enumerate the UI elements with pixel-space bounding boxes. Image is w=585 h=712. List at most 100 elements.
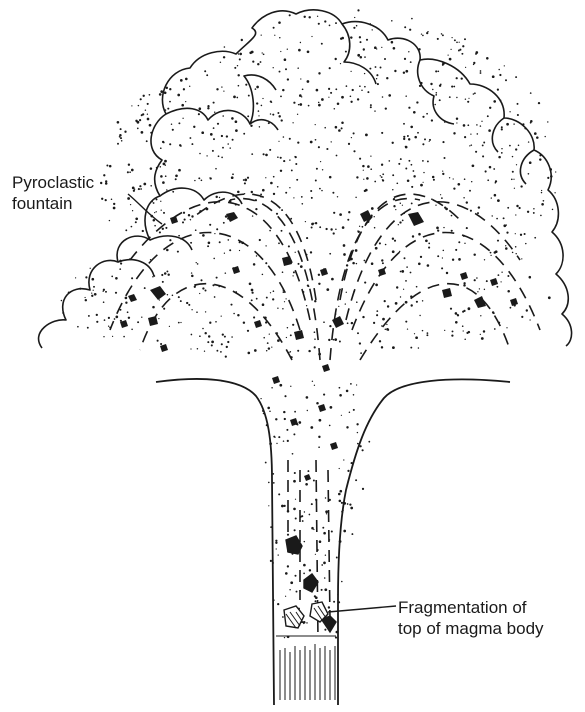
ash-particle [482,155,484,157]
ash-particle [541,190,542,191]
ash-particle [480,70,482,72]
ash-particle [355,479,357,481]
ash-particle [309,514,311,516]
ash-particle [349,503,351,505]
ash-particle [469,145,470,146]
ash-particle [497,199,500,202]
ash-particle [259,239,261,241]
ash-particle [541,192,542,193]
ash-particle [410,347,412,349]
ash-particle [235,120,238,123]
ash-particle [536,136,539,139]
ash-particle [362,165,364,167]
ash-particle [347,322,349,324]
ash-particle [335,58,337,60]
ash-particle [127,197,130,200]
ash-particle [366,39,368,41]
ash-particle [287,534,289,536]
ash-particle [453,132,455,134]
ash-particle [528,173,530,175]
ash-particle [135,221,137,223]
ash-particle [237,191,240,194]
ash-particle [340,63,341,64]
ash-particle [96,314,98,316]
ash-particle [547,177,549,179]
ash-particle [381,259,383,261]
ash-particle [223,90,224,91]
ash-particle [381,47,382,48]
ash-particle [372,29,373,30]
ash-particle [422,160,424,162]
ash-particle [161,210,162,211]
ash-particle [214,111,215,112]
ash-particle [426,334,428,336]
ash-particle [539,158,541,160]
ash-particle [463,330,464,331]
ash-particle [202,328,204,330]
ash-particle [247,330,249,332]
ash-particle [204,70,206,72]
ash-particle [87,327,89,329]
ash-particle [215,168,217,170]
ash-particle [436,92,438,94]
ash-particle [350,95,352,97]
ash-particle [193,126,195,128]
ash-particle [278,493,280,495]
ash-particle [353,394,355,396]
ash-particle [427,332,429,334]
ash-particle [360,352,362,354]
ash-particle [276,332,278,334]
ash-particle [90,268,91,269]
ash-particle [533,212,535,214]
ash-particle [346,85,348,87]
ash-particle [315,499,317,501]
ash-particle [354,17,355,18]
ash-particle [294,472,296,474]
ash-particle [155,198,157,200]
ash-particle [371,207,374,210]
ash-particle [144,287,146,289]
ash-particle [188,214,190,216]
ash-particle [404,26,406,28]
ash-particle [314,300,316,302]
ash-particle [183,212,185,214]
ash-particle [273,27,275,29]
ash-particle [239,58,241,60]
ash-particle [381,132,383,134]
ash-particle [520,234,522,236]
ash-particle [520,185,522,187]
ash-particle [207,107,209,109]
ash-particle [515,214,516,215]
ash-particle [501,148,502,149]
ash-particle [304,16,306,18]
ash-particle [286,337,287,338]
ash-particle [283,291,285,293]
ash-particle [270,113,272,115]
ash-particle [270,560,272,562]
ash-particle [456,118,458,120]
ash-particle [357,230,358,231]
ash-particle [386,324,387,325]
ash-particle [477,133,479,135]
ash-particle [341,415,342,416]
ash-particle [150,167,153,170]
ash-particle [476,124,478,126]
ash-particle [269,442,272,445]
ash-particle [318,146,320,148]
ash-particle [498,322,500,324]
ash-particle [410,295,412,297]
ash-particle [156,167,158,169]
ash-particle [256,298,258,300]
ash-particle [295,252,296,253]
ash-particle [308,16,310,18]
ash-particle [236,97,238,99]
ash-particle [343,244,346,247]
ash-particle [341,96,344,99]
ash-particle [339,468,340,469]
ash-particle [141,114,143,116]
ash-particle [516,164,517,165]
ash-particle [119,260,122,263]
ash-particle [251,292,253,294]
ash-particle [157,340,159,342]
ash-particle [513,123,514,124]
